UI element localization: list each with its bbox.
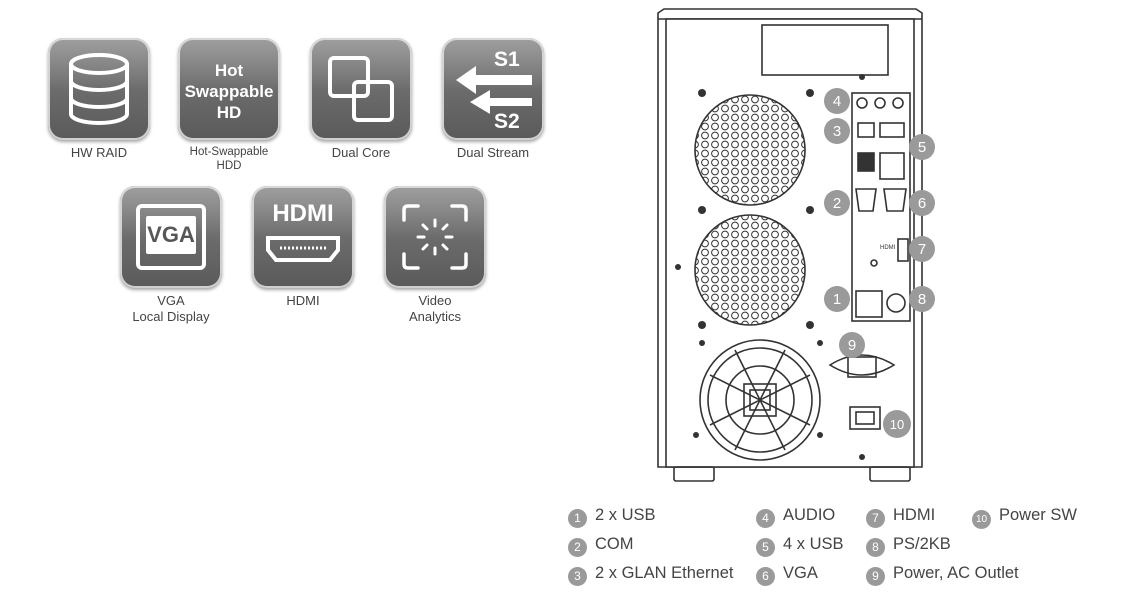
svg-text:1: 1: [833, 291, 841, 308]
callout-8: 8: [909, 286, 935, 312]
feature-label: HDMI: [286, 293, 320, 308]
callout-6: 6: [909, 190, 935, 216]
hdmi-icon: HDMI: [252, 186, 354, 288]
database-icon: [48, 38, 150, 140]
tile-text: Swappable: [184, 82, 274, 101]
svg-text:3: 3: [833, 123, 841, 140]
dual-arrow-icon: S1 S2: [442, 38, 544, 140]
feature-video-analytics: Video Analytics: [380, 186, 490, 325]
feature-label: Video Analytics: [408, 293, 462, 324]
hdmi-port-label: HDMI: [880, 245, 896, 251]
feature-dual-core: Dual Core: [306, 38, 416, 161]
svg-text:5: 5: [918, 139, 926, 156]
callout-3: 3: [824, 118, 850, 144]
svg-text:8: 8: [918, 291, 926, 308]
tile-text: Hot: [214, 61, 244, 80]
feature-label: Dual Core: [331, 145, 391, 160]
callout-10: 10: [883, 410, 911, 438]
feature-label: Dual Stream: [456, 145, 530, 160]
tile-text: VGA: [147, 222, 195, 247]
feature-dual-stream: S1 S2 Dual Stream: [438, 38, 548, 161]
callout-5: 5: [909, 134, 935, 160]
svg-text:10: 10: [890, 417, 904, 432]
feature-label: Hot-Swappable HDD: [189, 146, 269, 172]
tile-text: HDMI: [272, 200, 334, 227]
dual-core-icon: [310, 38, 412, 140]
callout-9: 9: [839, 332, 865, 358]
feature-label: HW RAID: [70, 145, 128, 160]
feature-label: VGA Local Display: [132, 293, 210, 324]
scan-focus-icon: [384, 186, 486, 288]
feature-hot-swappable: Hot Swappable HD Hot-Swappable HDD: [174, 38, 284, 173]
svg-text:6: 6: [918, 195, 926, 212]
callout-4: 4: [824, 88, 850, 114]
tile-text: HD: [216, 103, 242, 122]
svg-text:7: 7: [918, 241, 926, 258]
callout-7: 7: [909, 236, 935, 262]
svg-text:4: 4: [833, 93, 841, 110]
feature-hw-raid: HW RAID: [44, 38, 154, 161]
svg-text:9: 9: [848, 337, 856, 354]
tile-text: S2: [494, 110, 520, 133]
vga-icon: VGA: [120, 186, 222, 288]
callout-1: 1: [824, 286, 850, 312]
feature-vga: VGA VGA Local Display: [116, 186, 226, 325]
callout-2: 2: [824, 190, 850, 216]
tile-text: S1: [494, 48, 520, 71]
hdd-text-icon: Hot Swappable HD: [178, 38, 280, 140]
feature-hdmi: HDMI HDMI: [248, 186, 358, 309]
chassis-rear-view: HDMI 4 3 5 2 6 7 1 8 9 10: [657, 8, 935, 482]
svg-text:2: 2: [833, 195, 841, 212]
